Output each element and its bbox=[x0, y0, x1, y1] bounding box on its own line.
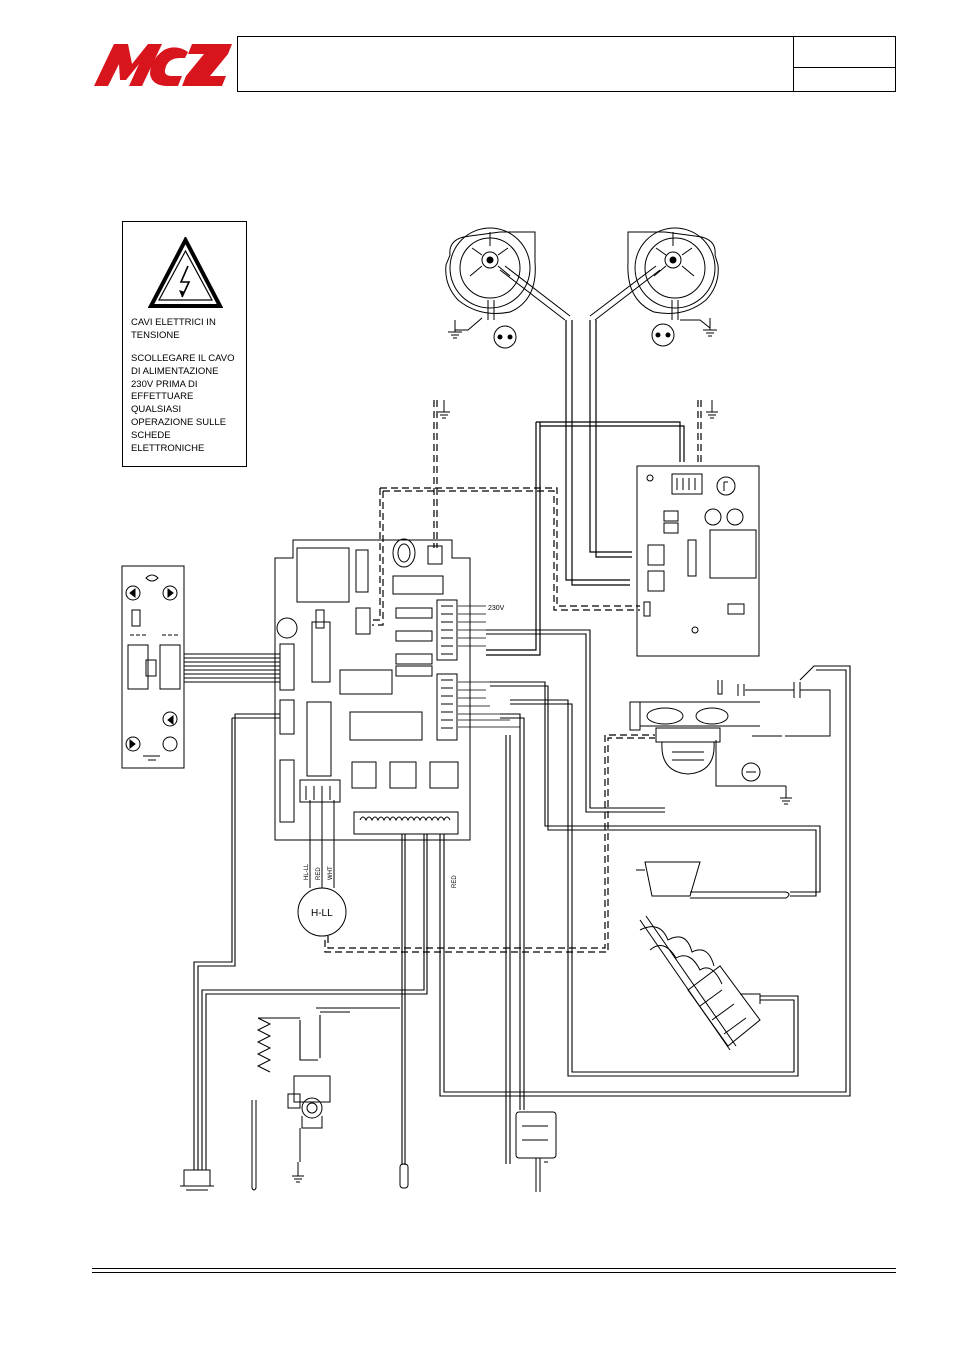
mcz-logo-letters bbox=[94, 44, 232, 86]
right-side-wires bbox=[486, 629, 821, 1164]
header-code-divider bbox=[794, 67, 895, 68]
pressure-switch bbox=[515, 1111, 557, 1192]
footer-rule-thin bbox=[92, 1272, 896, 1273]
auger-motor bbox=[639, 915, 761, 1051]
wire-tag-3: WHT bbox=[328, 866, 334, 880]
probe-ends bbox=[180, 1163, 409, 1191]
main-control-board bbox=[274, 538, 471, 841]
temperature-probe bbox=[636, 861, 790, 899]
fan-wires bbox=[486, 320, 685, 656]
bottom-wires bbox=[193, 665, 851, 1170]
header-title-box bbox=[237, 36, 896, 92]
motor-label: H-LL bbox=[311, 908, 333, 919]
display-panel bbox=[121, 565, 185, 769]
ribbon-cable bbox=[184, 653, 280, 683]
warning-label: CAVI ELETTRICI IN TENSIONE SCOLLEGARE IL… bbox=[122, 221, 247, 467]
earth-dashed-lines bbox=[324, 400, 702, 953]
motor: H-LL bbox=[297, 800, 347, 937]
left-fan bbox=[445, 227, 571, 349]
power-terminal-label: 230V bbox=[488, 605, 505, 612]
fan-control-board bbox=[636, 465, 760, 657]
mcz-logo bbox=[94, 44, 232, 86]
wire-tag-1: HL-LL bbox=[304, 863, 310, 880]
footer-rule bbox=[92, 1268, 896, 1269]
wire-tag-2: RED bbox=[316, 867, 322, 880]
header-code-box bbox=[793, 37, 895, 91]
warning-body: SCOLLEGARE IL CAVO DI ALIMENTAZIONE 230V… bbox=[131, 353, 235, 454]
warning-heading: CAVI ELETTRICI IN TENSIONE bbox=[131, 317, 216, 341]
igniter-valve bbox=[251, 1017, 331, 1191]
burner-fan-assembly bbox=[629, 680, 831, 805]
wire-tags: HL-LL RED WHT RED bbox=[304, 863, 458, 888]
right-fan bbox=[589, 227, 719, 347]
high-voltage-icon bbox=[148, 237, 223, 308]
ground-symbols-top bbox=[438, 400, 718, 419]
wire-tag-4: RED bbox=[452, 875, 458, 888]
